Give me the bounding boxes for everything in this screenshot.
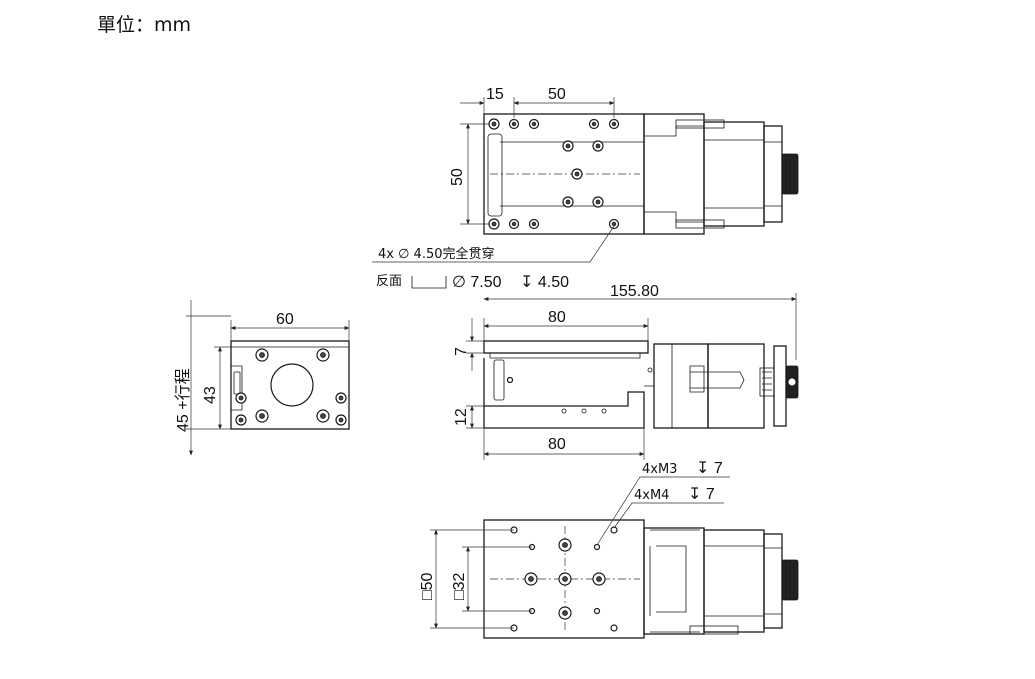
dim-155-80: 155.80 [610, 283, 659, 300]
dim-50-top: 50 [548, 86, 566, 103]
counterbore-diameter: ∅ 7.50 [452, 274, 502, 291]
front-view-carriage [483, 340, 649, 354]
front-view-motor [707, 343, 765, 429]
counterbore-depth: ↧ 4.50 [520, 274, 569, 291]
m4-note: 4xM4 [634, 488, 669, 503]
dim-60: 60 [276, 311, 294, 328]
top-view-motor [703, 121, 765, 227]
dim-80-bottom: 80 [548, 436, 566, 453]
dim-square-32: □32 [451, 572, 468, 600]
bottom-view: 4xM3 ↧ 7 4xM4 ↧ 7 □50 □32 [419, 460, 799, 639]
top-view-motor-mount [643, 113, 705, 235]
dim-12: 12 [453, 408, 470, 426]
side-view-holes [235, 348, 347, 426]
m3-note: 4xM3 [642, 462, 677, 477]
m4-depth: ↧ 7 [688, 486, 715, 503]
side-view-body [230, 340, 350, 430]
bottom-view-motor-mount [643, 527, 705, 635]
dim-15: 15 [486, 86, 504, 103]
dim-square-50: □50 [419, 572, 436, 600]
side-view-center-bore [270, 363, 314, 407]
dim-45-stroke: 45 +行程 [174, 368, 192, 432]
dim-80-top: 80 [548, 309, 566, 326]
dim-50-side: 50 [449, 168, 466, 186]
unit-label: 單位：mm [97, 14, 192, 36]
bottom-view-holes [510, 526, 618, 632]
dim-43: 43 [202, 386, 219, 404]
front-view-base [483, 358, 645, 429]
front-view-motor-mount [653, 343, 709, 429]
m3-depth: ↧ 7 [696, 460, 723, 477]
top-view-holes [488, 118, 620, 230]
bottom-view-motor [703, 529, 765, 633]
side-view: 60 43 45 +行程 [174, 300, 350, 456]
hole-note: 4x ∅ 4.50完全贯穿 [378, 246, 495, 262]
dim-7: 7 [453, 347, 470, 356]
counterbore-symbol [411, 276, 447, 289]
top-view: 15 50 50 4x ∅ 4.50完全贯穿 反面 ∅ 7.50 ↧ 4.50 [372, 86, 799, 291]
front-view: 155.80 80 80 7 12 [453, 283, 799, 460]
counterbore-prefix: 反面 [376, 274, 402, 289]
